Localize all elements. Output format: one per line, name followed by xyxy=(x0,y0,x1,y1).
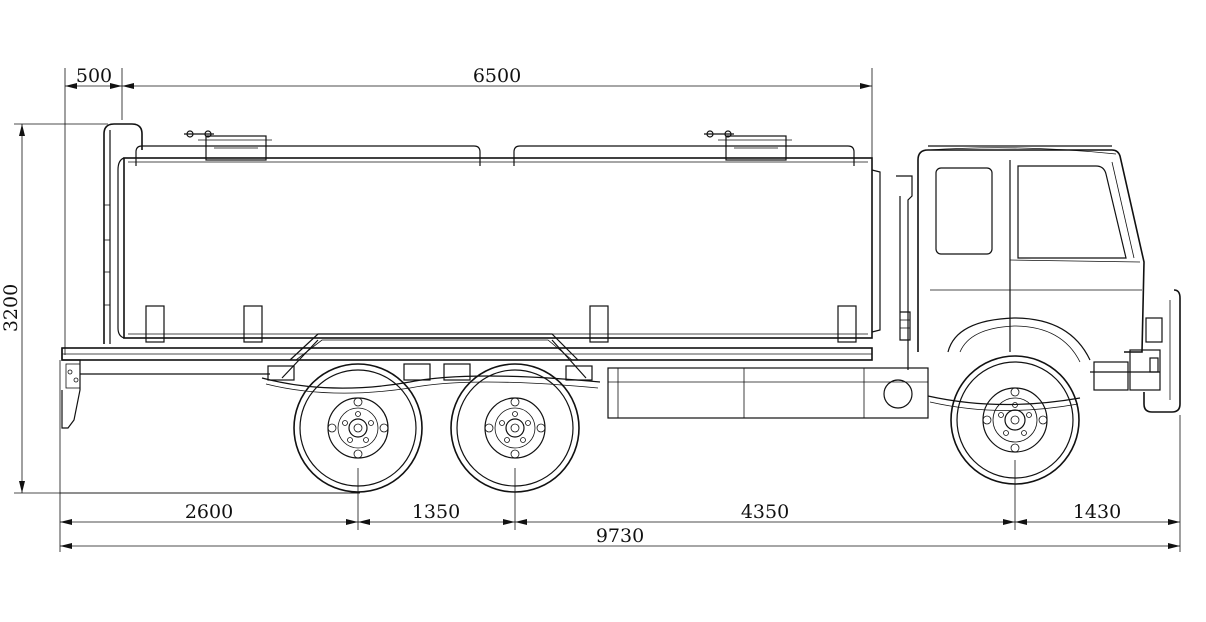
tank-body xyxy=(103,123,881,344)
front-wheel xyxy=(950,355,1080,485)
dimension-lines xyxy=(14,68,1181,552)
dim-overall-length: 9730 xyxy=(596,525,644,547)
dim-wheelbase: 4350 xyxy=(741,501,789,523)
rear-wheel-2 xyxy=(450,363,580,493)
dim-tank-length: 6500 xyxy=(473,65,521,87)
truck-cab xyxy=(917,145,1181,413)
dim-front-overhang: 1430 xyxy=(1073,501,1121,523)
dim-rear-overhang-top: 500 xyxy=(76,65,112,87)
rear-wheel-1 xyxy=(293,363,423,493)
dim-rear-to-axle: 2600 xyxy=(185,501,233,523)
manhole-rear xyxy=(184,130,272,161)
chassis-frame xyxy=(61,175,1081,429)
dimension-labels: 500 6500 3200 2600 1350 4350 1430 9730 xyxy=(0,65,1121,547)
dim-axle-spacing: 1350 xyxy=(412,501,460,523)
manhole-front xyxy=(704,130,792,161)
dim-overall-height: 3200 xyxy=(0,284,22,332)
